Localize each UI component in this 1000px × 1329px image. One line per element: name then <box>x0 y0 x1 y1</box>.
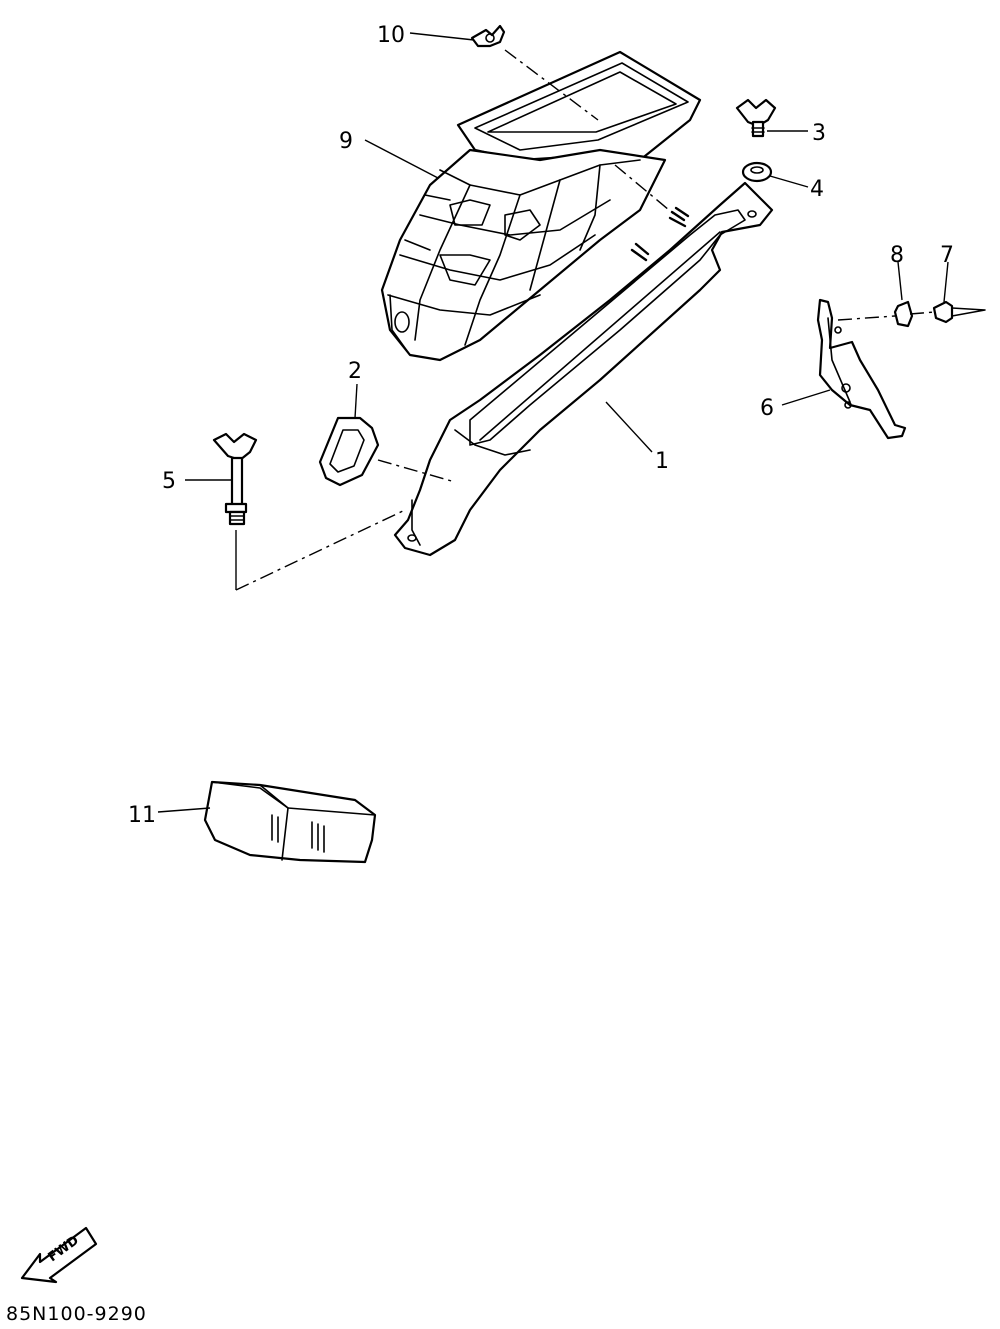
callout-8: 8 <box>890 243 904 268</box>
callout-3: 3 <box>812 121 826 146</box>
part-4-grommet <box>741 161 773 183</box>
part-2-gasket <box>318 416 380 487</box>
callout-5: 5 <box>162 469 176 494</box>
callout-4: 4 <box>810 177 824 202</box>
part-10-wing-bolt <box>470 24 506 48</box>
callout-11: 11 <box>128 803 156 828</box>
callout-6: 6 <box>760 396 774 421</box>
part-3-wing-bolt <box>735 98 777 138</box>
callouts: 10 9 3 4 8 7 6 2 5 1 11 <box>128 23 954 828</box>
callout-1: 1 <box>655 449 669 474</box>
callout-2: 2 <box>348 359 362 384</box>
assembly-lines <box>235 49 936 591</box>
part-1-base-panel <box>393 181 774 557</box>
forward-arrow-icon: FWD <box>20 1226 98 1284</box>
callout-10: 10 <box>377 23 405 48</box>
part-6-bracket <box>816 298 907 440</box>
leader-lines <box>157 32 949 813</box>
callout-9: 9 <box>339 129 353 154</box>
part-9-air-duct <box>380 50 702 362</box>
part-7-screw <box>932 300 986 324</box>
callout-7: 7 <box>940 243 954 268</box>
part-11-foam-block <box>203 780 377 864</box>
diagram-code: 85N100-9290 <box>6 1303 147 1325</box>
part-5-bolt <box>212 432 258 526</box>
part-8-nut <box>893 300 914 328</box>
